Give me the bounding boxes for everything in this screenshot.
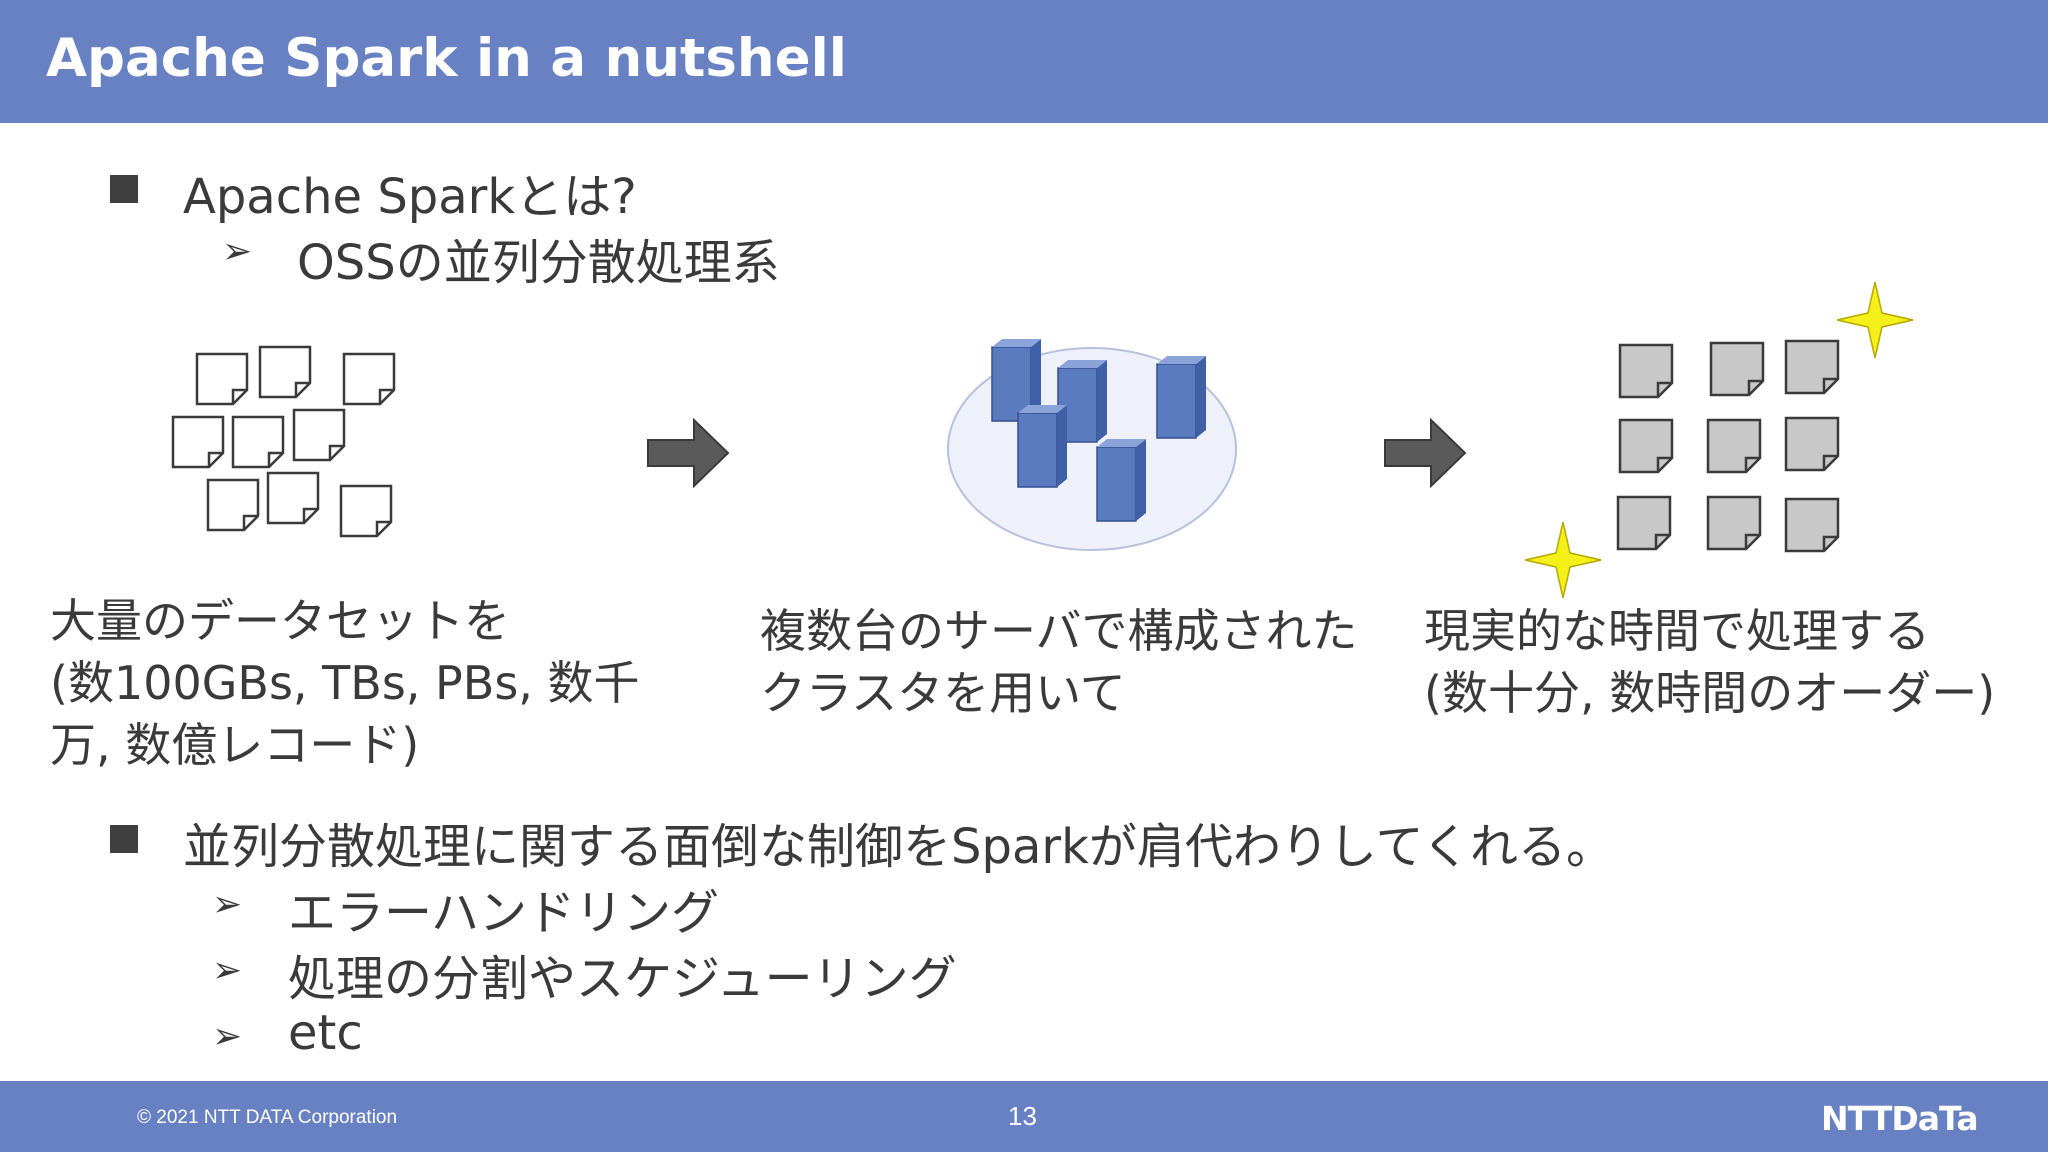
caption-middle-line: クラスタを用いて: [760, 666, 1126, 720]
server-icon: [1096, 439, 1146, 522]
page-number: 13: [1008, 1101, 1037, 1131]
caption-right-line: (数十分, 数時間のオーダー): [1424, 666, 1996, 720]
checkmark-arrow-icon: ➢: [212, 950, 243, 991]
checkmark-arrow-icon: ➢: [212, 884, 243, 925]
document-icon: [292, 408, 346, 462]
server-cluster-icon: [947, 339, 1237, 551]
caption-left: 大量のデータセットを (数100GBs, TBs, PBs, 数千 万, 数億レ…: [50, 590, 640, 776]
bullet-2-sub-2: 処理の分割やスケジューリング: [288, 951, 957, 1007]
server-icon: [1156, 356, 1206, 439]
document-icon: [266, 471, 320, 525]
bullet-1-text: Apache Sparkとは?: [183, 169, 637, 225]
caption-right: 現実的な時間で処理する (数十分, 数時間のオーダー): [1424, 600, 1995, 724]
bullet-square-icon: [110, 825, 138, 853]
caption-middle: 複数台のサーバで構成された クラスタを用いて: [760, 600, 1358, 724]
copyright-text: © 2021 NTT DATA Corporation: [137, 1107, 398, 1128]
document-icon: [206, 478, 260, 532]
bullet-square-icon: [110, 175, 138, 203]
document-icon: [1618, 343, 1674, 399]
slide-footer: © 2021 NTT DATA Corporation 13 NTTDaTa: [0, 1081, 2048, 1152]
document-icon: [171, 415, 225, 469]
sparkle-icon: [1524, 521, 1602, 599]
document-icon: [1784, 339, 1840, 395]
right-arrow-icon: [647, 418, 730, 488]
bullet-2-text: 並列分散処理に関する面倒な制御をSparkが肩代わりしてくれる。: [183, 819, 1615, 875]
document-icon: [1784, 416, 1840, 472]
right-arrow-icon: [1384, 418, 1467, 488]
server-icon: [991, 339, 1041, 422]
document-icon: [231, 415, 285, 469]
document-icon: [1706, 495, 1762, 551]
server-icon: [1017, 405, 1067, 488]
document-icon: [1616, 495, 1672, 551]
caption-left-line: (数100GBs, TBs, PBs, 数千: [50, 656, 640, 710]
document-icon: [342, 352, 396, 406]
document-icon: [1706, 418, 1762, 474]
caption-left-line: 万, 数億レコード): [50, 718, 420, 772]
document-stack-icon: [171, 345, 396, 538]
caption-left-line: 大量のデータセットを: [50, 594, 510, 648]
document-icon: [339, 484, 393, 538]
caption-middle-line: 複数台のサーバで構成された: [760, 604, 1358, 658]
ntt-data-logo: NTTDaTa: [1821, 1099, 1979, 1138]
document-icon: [1784, 497, 1840, 553]
slide-header: Apache Spark in a nutshell: [0, 0, 2048, 123]
bullet-2-sub-1: エラーハンドリング: [288, 885, 720, 941]
bullet-1-sub-1: OSSの並列分散処理系: [297, 235, 780, 291]
document-icon: [258, 345, 312, 399]
slide-title: Apache Spark in a nutshell: [46, 28, 847, 89]
sparkle-icon: [1836, 281, 1914, 359]
checkmark-arrow-icon: ➢: [222, 231, 253, 272]
document-icon: [195, 352, 249, 406]
processed-documents-icon: [1524, 281, 1914, 599]
document-icon: [1709, 341, 1765, 397]
document-icon: [1618, 418, 1674, 474]
bullet-2-sub-3: etc: [288, 1005, 363, 1061]
checkmark-arrow-icon: ➢: [212, 1016, 243, 1057]
caption-right-line: 現実的な時間で処理する: [1424, 604, 1930, 658]
